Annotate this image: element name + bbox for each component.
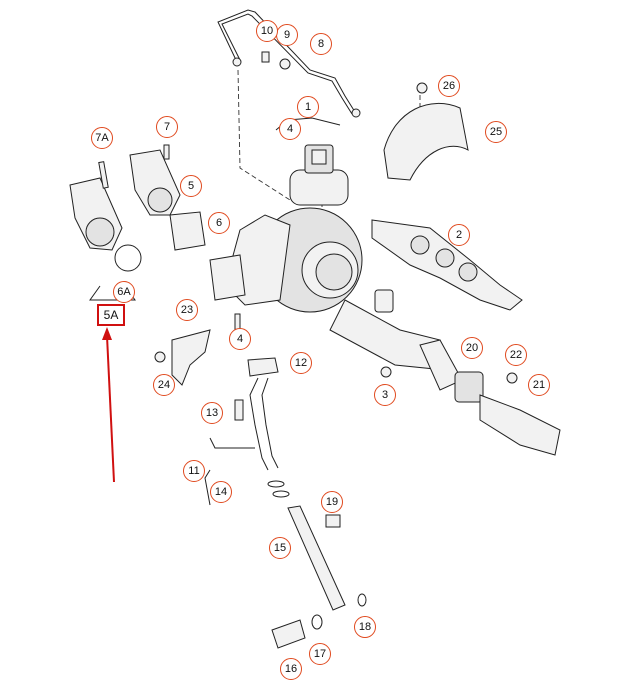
callout-20: 20 [461,337,483,359]
callout-17: 17 [309,643,331,665]
callout-5: 5 [180,175,202,197]
callout-8: 8 [310,33,332,55]
o-ring-6a [114,244,142,272]
oil-return-pipe [249,377,269,471]
oil-return-tube-15 [287,505,346,611]
callout-6a: 6A [113,281,135,303]
callout-18: 18 [354,616,376,638]
callout-10: 10 [256,20,278,42]
egr-pipe-21 [479,394,561,456]
callout-7: 7 [156,116,178,138]
callout-16: 16 [280,658,302,680]
highlighted-part-5a: 5A [97,304,125,326]
gasket-6 [169,211,206,251]
callout-26: 26 [438,75,460,97]
callout-1: 1 [297,96,319,118]
callout-21: 21 [528,374,550,396]
seal-17 [311,614,323,630]
o-ring-14 [267,480,285,488]
gasket-20 [454,371,484,403]
callout-2: 2 [448,224,470,246]
bolt-13 [234,399,244,421]
callout-25: 25 [485,121,507,143]
callout-22: 22 [505,344,527,366]
callout-15: 15 [269,537,291,559]
callout-6: 6 [208,212,230,234]
callout-4-stud: 4 [229,328,251,350]
bracket-23 [171,329,211,386]
callout-23: 23 [176,299,198,321]
banjo-bolt [261,51,270,63]
callout-11: 11 [183,460,205,482]
callout-24: 24 [153,374,175,396]
callout-3: 3 [374,384,396,406]
callout-19: 19 [321,491,343,513]
callout-4-top: 4 [279,118,301,140]
gasket-12 [247,357,279,377]
callout-9: 9 [276,24,298,46]
callout-12: 12 [290,352,312,374]
pipe-fitting [232,57,242,67]
heat-shield [383,103,469,181]
bolt-19 [325,514,341,528]
seal-18 [357,593,367,607]
bolt-7a [98,161,109,189]
seal-washer [279,58,291,70]
callout-14: 14 [210,481,232,503]
bolt-7 [163,144,170,160]
banjo-bolt-16 [271,619,306,649]
callout-13: 13 [201,402,223,424]
callout-7a: 7A [91,127,113,149]
